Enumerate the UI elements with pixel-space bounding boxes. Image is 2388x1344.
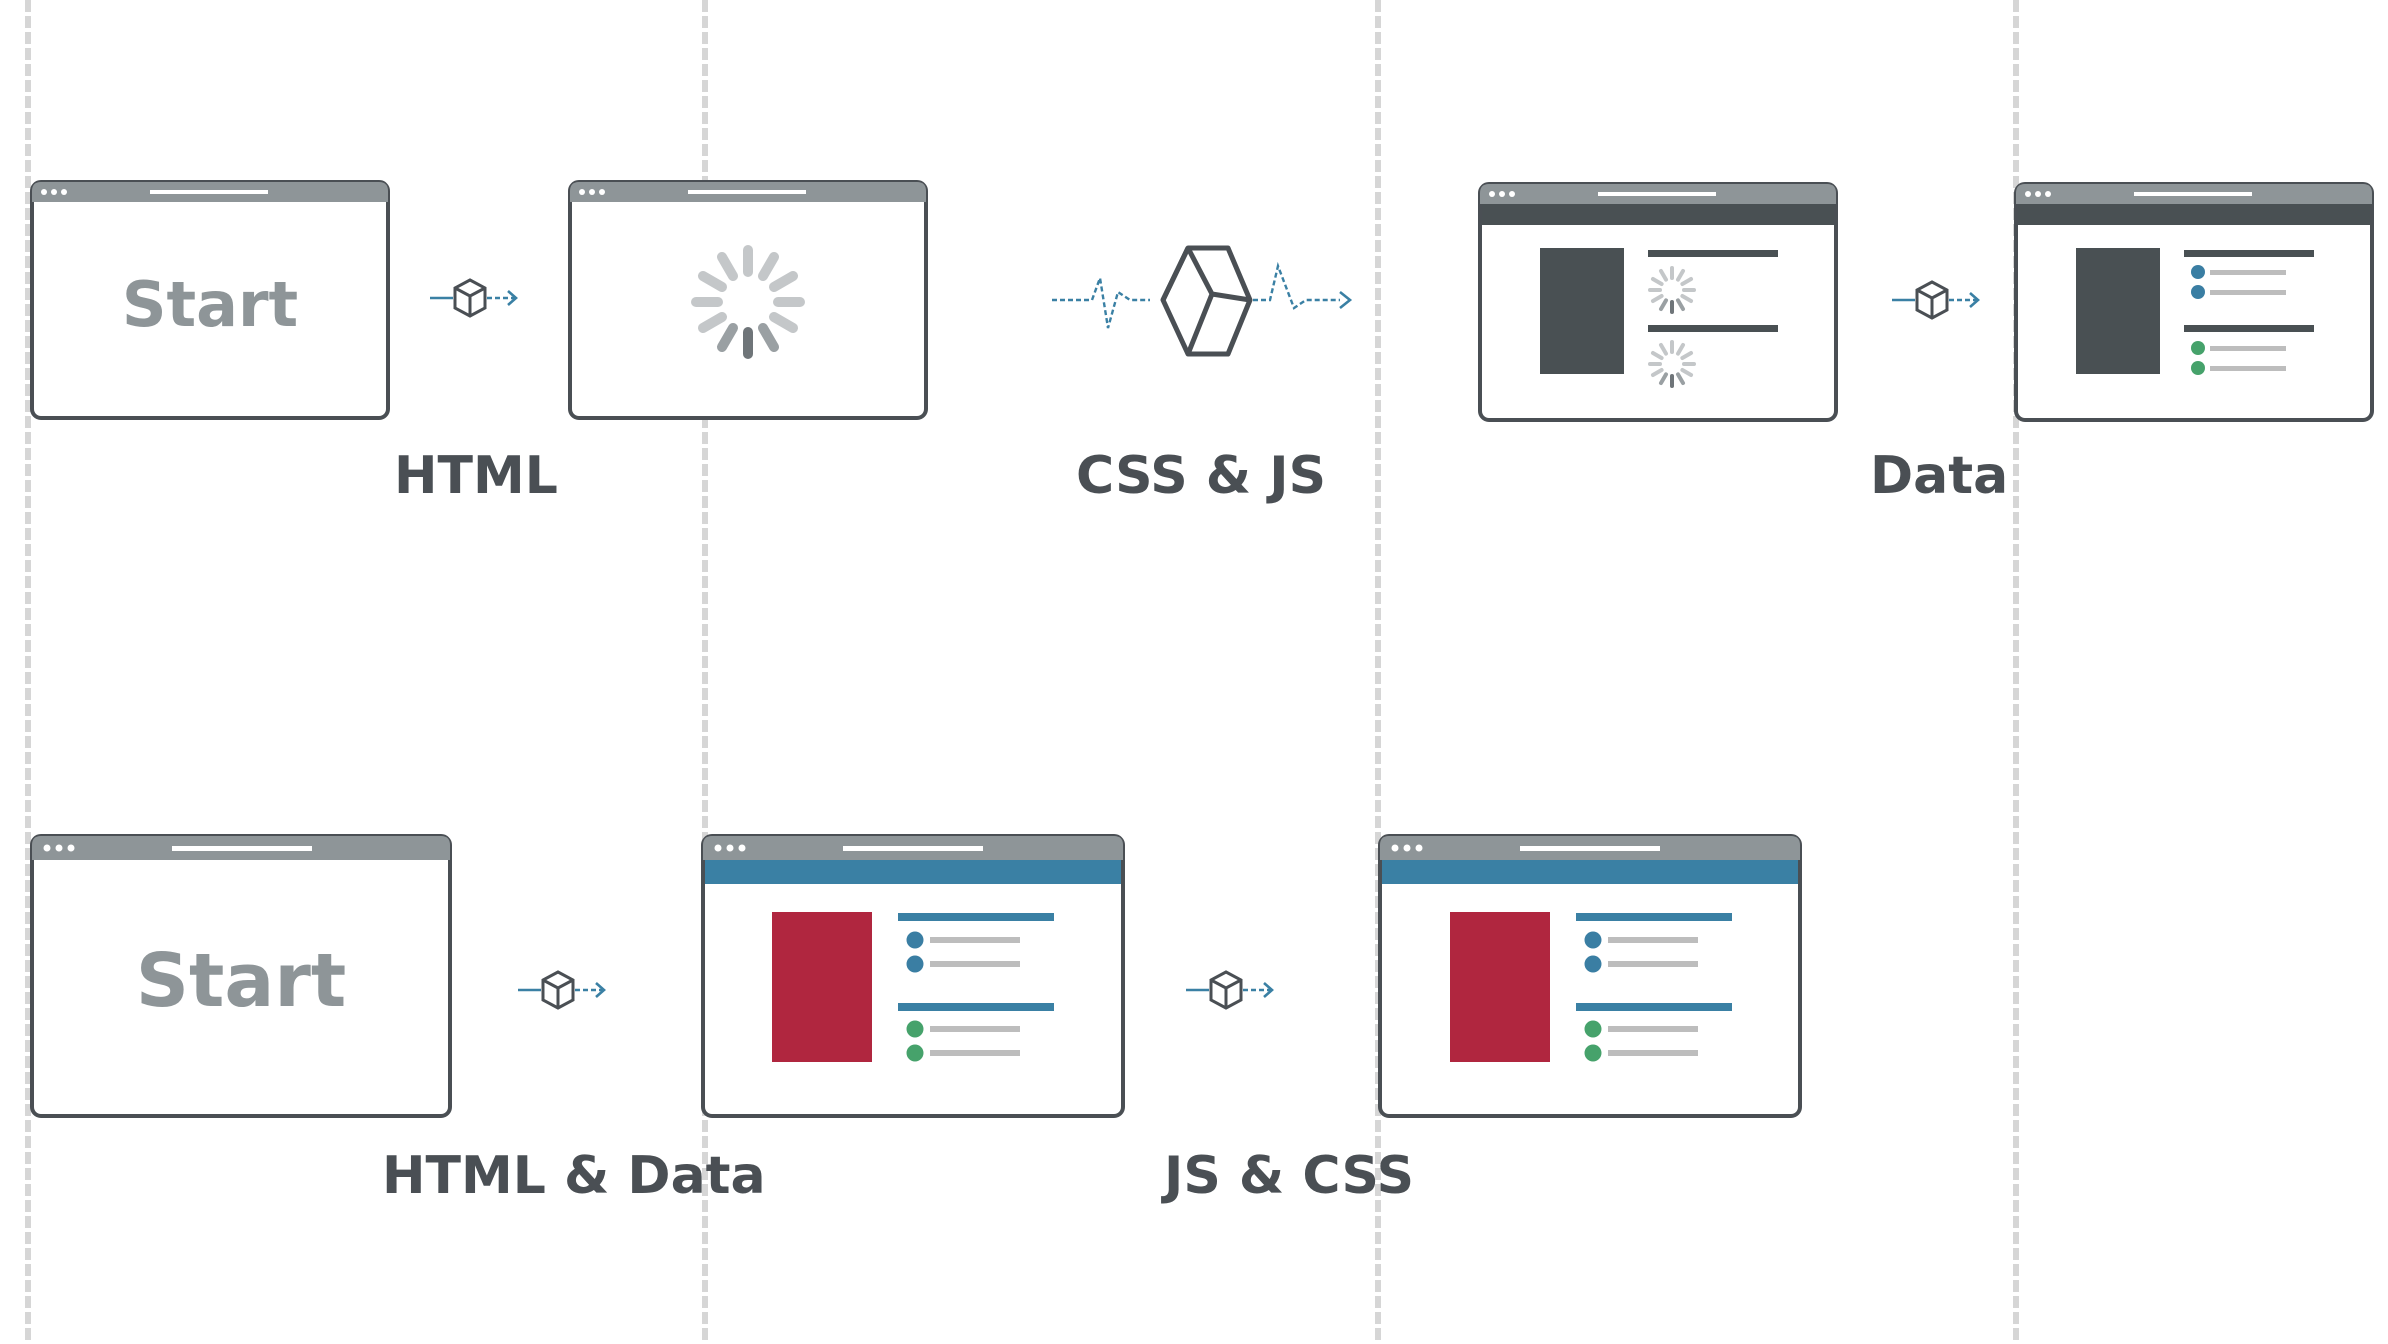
- signal-wave-icon: [1052, 245, 1353, 357]
- spinner-spoke: [1659, 298, 1668, 312]
- browser-window-loaded-color: [701, 834, 1125, 1118]
- spinner-spoke: [1676, 268, 1685, 282]
- spinner-spoke: [1659, 342, 1668, 356]
- spinner-spoke: [1650, 368, 1664, 377]
- spinner-spoke: [1659, 372, 1668, 386]
- spinner-spoke: [697, 312, 728, 333]
- start-text: Start: [136, 938, 346, 1024]
- spinner-spoke: [768, 312, 799, 333]
- spinner-spoke: [1680, 351, 1694, 360]
- browser-window-loading: [568, 180, 928, 420]
- spinner-spoke: [697, 271, 728, 292]
- spinner-spoke: [1650, 351, 1664, 360]
- package-arrow-icon: [1890, 280, 1980, 320]
- spinner-spoke: [758, 322, 779, 353]
- browser-window-loaded-dark: [2014, 182, 2374, 422]
- label-data: Data: [1870, 446, 2009, 506]
- spinner-spoke: [1650, 294, 1664, 303]
- package-arrow-icon: [1184, 970, 1274, 1010]
- spinner-spoke: [1680, 368, 1694, 377]
- package-arrow-icon: [516, 970, 606, 1010]
- spinner-spoke: [1659, 268, 1668, 282]
- package-arrow-icon: [428, 278, 518, 318]
- spinner-spoke: [1676, 372, 1685, 386]
- browser-window-partial: [1478, 182, 1838, 422]
- spinner-spoke: [1650, 277, 1664, 286]
- browser-window-start: Start: [30, 180, 390, 420]
- label-html: HTML: [394, 446, 558, 506]
- spinner-spoke: [768, 271, 799, 292]
- label-css-js: CSS & JS: [1076, 446, 1327, 506]
- start-text: Start: [122, 268, 298, 341]
- spinner-spoke: [717, 251, 738, 282]
- spinner-spoke: [1676, 342, 1685, 356]
- loading-spinner-icon: [1648, 340, 1696, 388]
- spinner-spoke: [1676, 298, 1685, 312]
- label-js-css: JS & CSS: [1164, 1146, 1415, 1206]
- browser-window-start: Start: [30, 834, 452, 1118]
- spinner-spoke: [717, 322, 738, 353]
- loading-spinner-icon: [691, 245, 805, 359]
- spinner-spoke: [758, 251, 779, 282]
- label-html-data: HTML & Data: [382, 1146, 766, 1206]
- browser-window-loaded-color: [1378, 834, 1802, 1118]
- spinner-spoke: [1680, 277, 1694, 286]
- loading-spinner-icon: [1648, 266, 1696, 314]
- spinner-spoke: [1680, 294, 1694, 303]
